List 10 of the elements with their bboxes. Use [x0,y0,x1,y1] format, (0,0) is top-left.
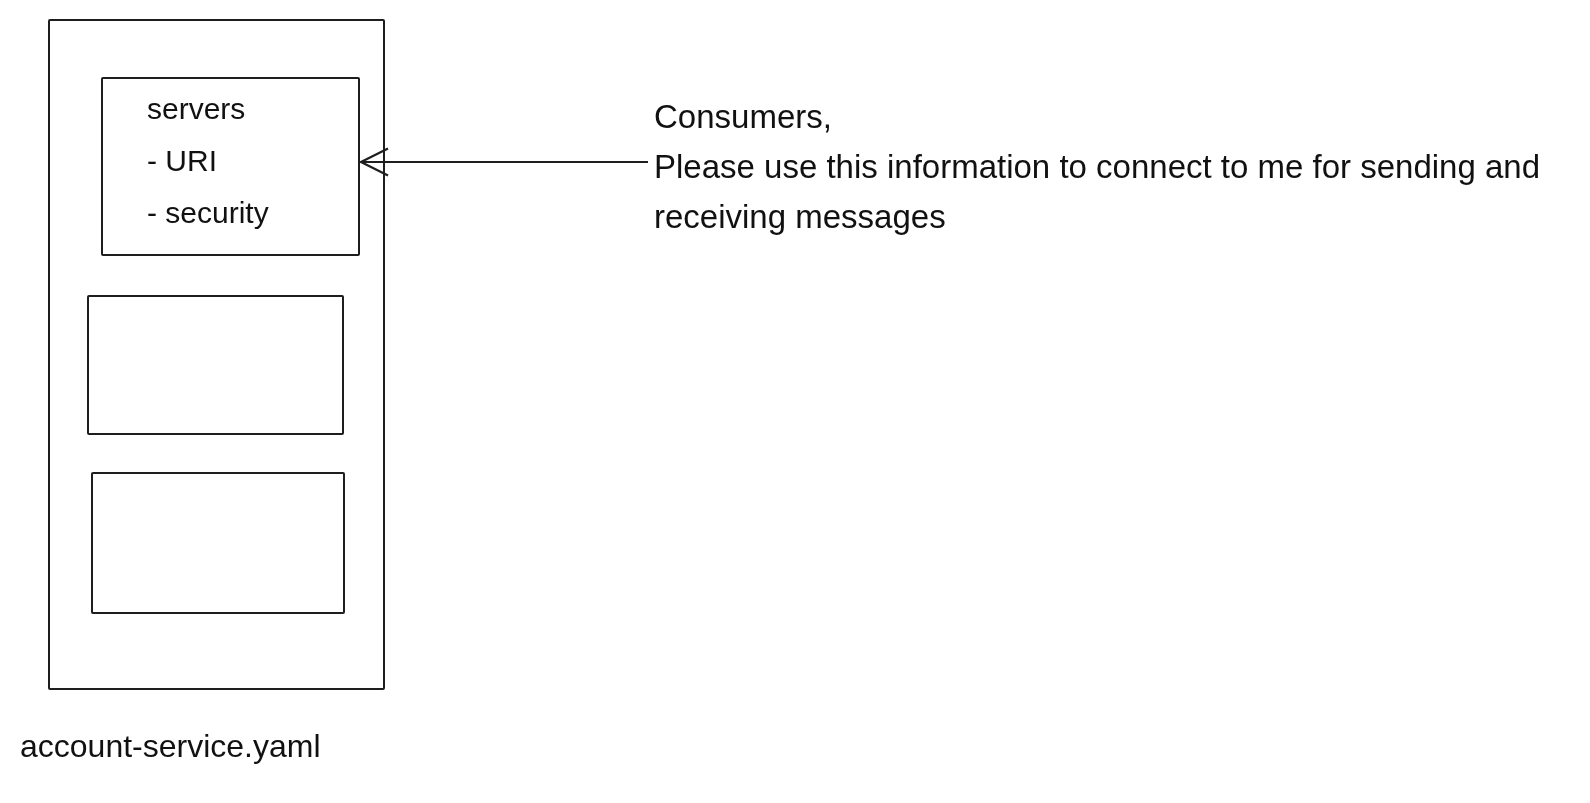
list-item: - URI [146,143,217,179]
list-item: - security [146,195,269,231]
section-heading: servers [146,91,246,127]
section-box [101,77,360,256]
empty-box [87,295,344,435]
empty-box [91,472,345,614]
note-heading: Consumers, [654,97,832,137]
arrow [359,147,649,177]
note-text: Please use this information to connect to me for sending and receiving messages [654,147,1542,237]
file-name-label: account-service.yaml [20,728,321,765]
